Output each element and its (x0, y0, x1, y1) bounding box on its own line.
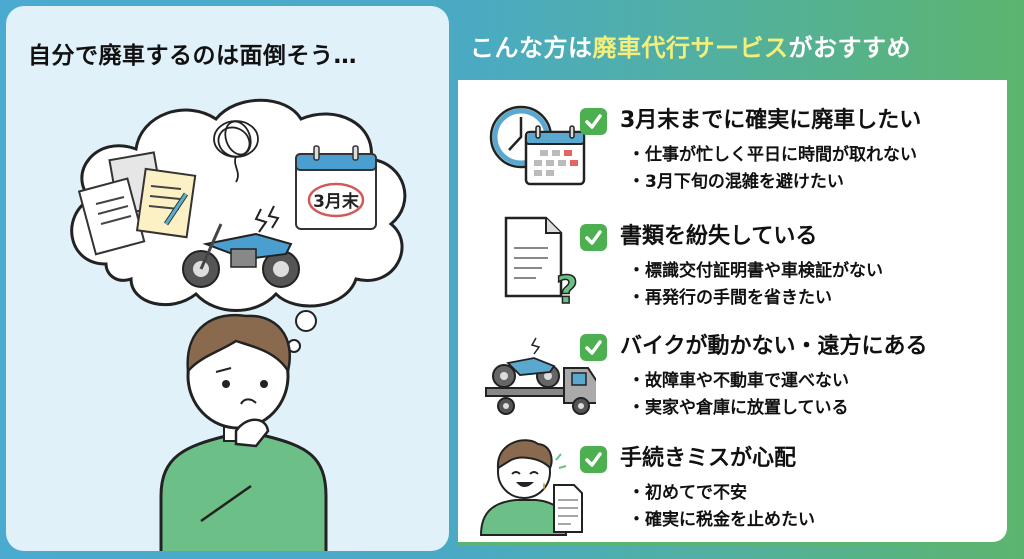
scribble-icon (213, 120, 259, 183)
check-icon (580, 108, 607, 135)
recommendation-item: 手続きミスが心配 初めてで不安 確実に税金を止めたい (458, 430, 1011, 540)
item-bullets: 初めてで不安 確実に税金を止めたい (628, 480, 815, 534)
thinking-person-illustration (159, 310, 328, 551)
motorcycle-icon (182, 205, 300, 288)
clock-calendar-icon (489, 105, 586, 186)
svg-text:?: ? (556, 268, 578, 312)
item-bullets: 仕事が忙しく平日に時間が取れない 3月下旬の混雑を避けたい (628, 142, 917, 196)
recommendation-item: ? 書類を紛失している 標識交付証明書や車検証がない 再発行の手間を省きたい (458, 208, 1011, 318)
bullet: 再発行の手間を省きたい (628, 285, 883, 312)
bullet: 確実に税金を止めたい (628, 507, 815, 534)
item-heading: 手続きミスが心配 (620, 446, 797, 471)
bullet: 3月下旬の混雑を避けたい (628, 169, 917, 196)
calendar-label: 3月末 (313, 191, 360, 212)
right-header: こんな方は廃車代行サービスがおすすめ (470, 28, 1010, 63)
item-bullets: 故障車や不動車で運べない 実家や倉庫に放置している (628, 368, 849, 422)
document-question-icon: ? (504, 216, 579, 313)
recommendation-card: 3月末までに確実に廃車したい 仕事が忙しく平日に時間が取れない 3月下旬の混雑を… (458, 80, 1011, 546)
header-highlight: 廃車代行サービス (592, 34, 789, 62)
tow-truck-motorcycle-icon (485, 337, 596, 415)
check-icon (580, 224, 607, 251)
item-heading: 3月末までに確実に廃車したい (620, 108, 922, 133)
header-suffix: がおすすめ (788, 34, 911, 62)
bullet: 故障車や不動車で運べない (628, 368, 849, 395)
item-bullets: 標識交付証明書や車検証がない 再発行の手間を省きたい (628, 258, 883, 312)
left-title: 自分で廃車するのは面倒そう… (28, 43, 357, 69)
header-prefix: こんな方は (470, 34, 593, 62)
thought-cloud-illustration: 3月末 (70, 98, 407, 312)
calendar-icon: 3月末 (295, 145, 377, 230)
recommendation-item: 3月末までに確実に廃車したい 仕事が忙しく平日に時間が取れない 3月下旬の混雑を… (458, 92, 1011, 202)
bullet: 標識交付証明書や車検証がない (628, 258, 883, 285)
item-heading: バイクが動かない・遠方にある (620, 334, 928, 359)
check-icon (580, 334, 607, 361)
item-heading: 書類を紛失している (620, 224, 818, 249)
bullet: 初めてで不安 (628, 480, 815, 507)
check-icon (580, 446, 607, 473)
left-panel: 自分で廃車するのは面倒そう… (6, 6, 449, 551)
bullet: 仕事が忙しく平日に時間が取れない (628, 142, 917, 169)
documents-icon (77, 151, 197, 256)
recommendation-item: バイクが動かない・遠方にある 故障車や不動車で運べない 実家や倉庫に放置している (458, 318, 1011, 428)
bullet: 実家や倉庫に放置している (628, 395, 849, 422)
smiling-person-document-icon (479, 439, 583, 536)
